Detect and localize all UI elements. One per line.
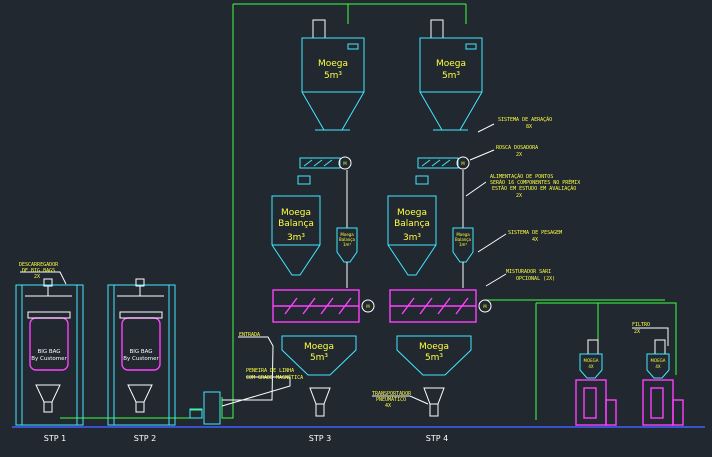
small-hopper-line3: 1m³ [343,242,351,247]
top-hopper-stp3: Moega 5m³ [301,19,365,131]
mixer-stp3: M [272,289,375,323]
callout-text: ESTÃO EM ESTUDO EM AVALIAÇÃO [492,185,576,192]
callout-text: MISTURADOR SARI [506,269,551,275]
callout-text: OPCIONAL (2X) [516,276,555,282]
big-bag-title: BIG BAG [129,349,152,355]
hopper-volume: 5m³ [442,71,460,81]
callout-misturador: MISTURADOR SARI OPCIONAL (2X) [506,269,555,282]
big-bag-owner: By Customer [123,356,159,362]
small-unit-count: 4X [655,364,661,369]
scale-hopper-stp4: Moega Balança 3m³ [387,195,437,276]
scale-hopper-title-2: Balança [278,219,314,229]
small-hopper-line2: Balança [455,237,471,242]
dosing-screw-stp4: M [415,156,470,185]
callout-text: FILTRO [632,322,650,328]
top-hopper-stp4: Moega 5m³ [419,19,483,131]
motor-symbol: M [461,161,465,166]
callout-text: TRANSPORTADOR [372,391,412,397]
callout-filtro: FILTRO 2X [632,322,650,335]
station-label-2: STP 2 [134,434,156,443]
callout-entrada: ENTRADA [239,332,260,338]
motor-symbol: M [343,161,347,166]
hopper-title: Moega [436,59,466,69]
callout-text: 4X [532,237,538,243]
motor-symbol: M [483,304,487,309]
callout-text: 8X [526,124,532,130]
hopper-title: Moega [318,59,348,69]
callout-sistema-pesagem: SISTEMA DE PESAGEM 4X [508,230,562,243]
small-hopper-line1: Moega [456,232,470,237]
callout-text: ENTRADA [239,332,260,338]
callout-text: PENEIRA DE LINHA [246,368,294,374]
callout-peneira: PENEIRA DE LINHA COM GRADE MAGNÉTICA [246,368,303,381]
callout-text: ROSCA DOSADORA [496,145,538,151]
bottom-hopper-stp4: Moega 5m³ [396,335,472,417]
scale-hopper-title-2: Balança [394,219,430,229]
dosing-screw-stp3: M [297,156,352,185]
scale-hopper-volume: 3m³ [403,233,421,243]
small-hopper-line3: 1m³ [459,242,467,247]
callout-text: COM GRADE MAGNÉTICA [246,373,303,381]
mixer-stp4: M [389,289,492,323]
callout-sistema-aeracao: SISTEMA DE AERAÇÃO 8X [498,116,552,130]
hopper-title: Moega [304,342,334,352]
callout-text: 2X [516,152,522,158]
filter-unit-1: MOEGA 4X [575,339,617,426]
hopper-volume: 5m³ [310,353,328,363]
pneumatic-pipes [60,3,677,420]
callout-text: 4X [385,403,391,409]
callout-descarregador: DESCARREGADOR DE BIG BAGS 2X [19,262,59,280]
filter-unit-2: MOEGA 4X [642,339,684,426]
callout-alimentacao: ALIMENTAÇÃO DE PONTOS SERÃO 16 COMPONENT… [490,173,580,199]
scale-hopper-title: Moega [397,208,427,218]
callout-text: SERÃO 16 COMPONENTES NO PRÉMIX [490,178,580,186]
big-bag-unloader-1: BIG BAG By Customer [15,278,84,426]
callout-text: PNEUMÁTICO [376,396,406,403]
line-sieve [189,391,221,425]
big-bag-owner: By Customer [31,356,67,362]
small-unit-title: MOEGA [651,358,666,363]
small-unit-title: MOEGA [584,358,599,363]
callout-rosca-dosadora: ROSCA DOSADORA 2X [496,145,538,158]
big-bag-title: BIG BAG [37,349,60,355]
small-hopper-line2: Balança [339,237,355,242]
callout-text: SISTEMA DE PESAGEM [508,230,562,236]
small-scale-hopper-stp4: Moega Balança 1m³ [452,170,474,288]
callout-text: DESCARREGADOR [19,262,59,268]
callout-leaders [20,123,669,407]
station-label-3: STP 3 [309,434,331,443]
hopper-volume: 5m³ [425,353,443,363]
scale-hopper-title: Moega [281,208,311,218]
hopper-title: Moega [419,342,449,352]
scale-hopper-volume: 3m³ [287,233,305,243]
callout-text: 2X [634,329,640,335]
callout-transportador: TRANSPORTADOR PNEUMÁTICO 4X [372,391,412,409]
bottom-hopper-stp3: Moega 5m³ [281,335,357,417]
big-bag-unloader-2: BIG BAG By Customer [107,278,176,426]
small-hopper-line1: Moega [340,232,354,237]
callout-text: ALIMENTAÇÃO DE PONTOS [490,173,553,180]
small-scale-hopper-stp3: Moega Balança 1m³ [336,170,358,288]
callout-text: 2X [516,193,522,199]
station-labels: STP 1 STP 2 STP 3 STP 4 [44,434,448,443]
station-label-1: STP 1 [44,434,66,443]
small-unit-count: 4X [588,364,594,369]
callout-text: SISTEMA DE AERAÇÃO [498,116,552,123]
hopper-volume: 5m³ [324,71,342,81]
callout-text: DE BIG BAGS [22,268,55,274]
motor-symbol: M [366,304,370,309]
station-label-4: STP 4 [426,434,448,443]
callout-text: 2X [34,274,40,280]
scale-hopper-stp3: Moega Balança 3m³ [271,195,321,276]
